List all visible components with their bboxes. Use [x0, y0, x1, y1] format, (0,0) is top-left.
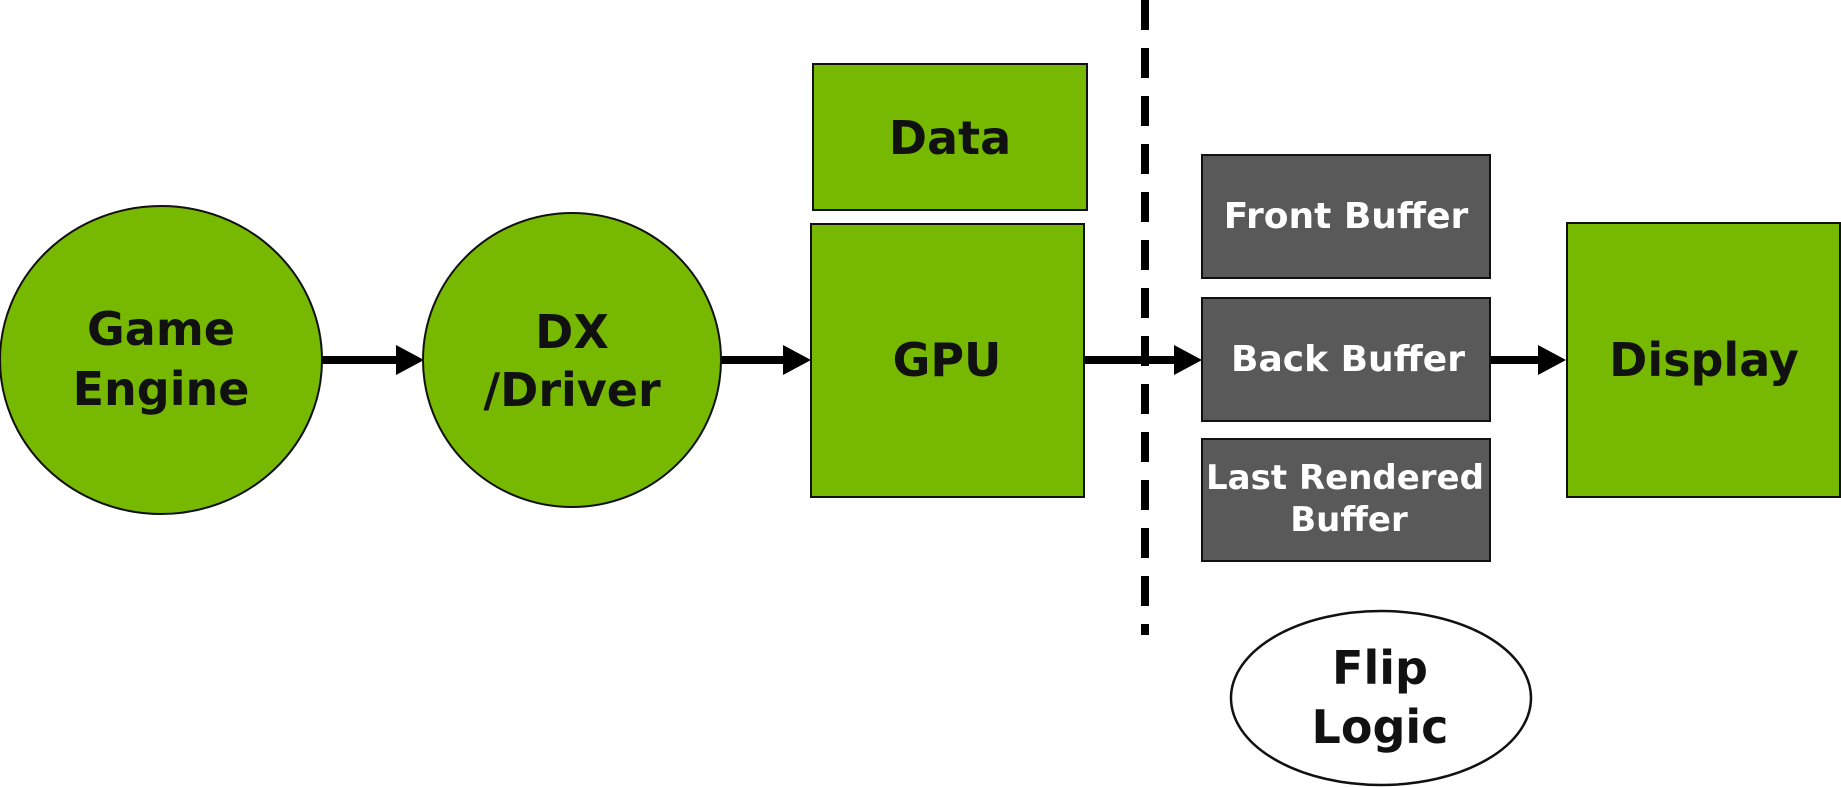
last-rendered-buffer-label-line2: Buffer: [1290, 500, 1408, 540]
flip-logic-label-line1: Flip: [1332, 641, 1428, 695]
back-buffer-node: Back Buffer: [1201, 297, 1491, 422]
data-node: Data: [812, 63, 1088, 211]
display-label: Display: [1609, 333, 1799, 387]
gpu-node: GPU: [810, 223, 1085, 498]
arrow-back-buffer-to-display: [1490, 345, 1566, 375]
arrow-game-engine-to-dx-driver: [322, 345, 424, 375]
gpu-label: GPU: [893, 333, 1002, 387]
game-engine-label-line2: Engine: [73, 362, 250, 416]
data-label: Data: [889, 111, 1011, 165]
dx-driver-node: DX /Driver: [422, 212, 722, 508]
game-engine-label-line1: Game: [87, 302, 235, 356]
flip-logic-node: Flip Logic: [1229, 609, 1533, 787]
dx-driver-label-line2: /Driver: [483, 363, 661, 417]
front-buffer-node: Front Buffer: [1201, 154, 1491, 279]
flip-logic-label-line2: Logic: [1312, 700, 1449, 754]
last-rendered-buffer-node: Last Rendered Buffer: [1201, 438, 1491, 562]
arrow-dx-driver-to-gpu: [721, 345, 811, 375]
last-rendered-buffer-label-line1: Last Rendered: [1206, 458, 1484, 498]
front-buffer-label: Front Buffer: [1224, 196, 1469, 237]
display-node: Display: [1566, 222, 1841, 498]
game-engine-node: Game Engine: [0, 205, 323, 515]
dx-driver-label-line1: DX: [535, 305, 609, 359]
back-buffer-label: Back Buffer: [1231, 339, 1465, 380]
arrow-gpu-to-back-buffer: [1084, 345, 1202, 375]
